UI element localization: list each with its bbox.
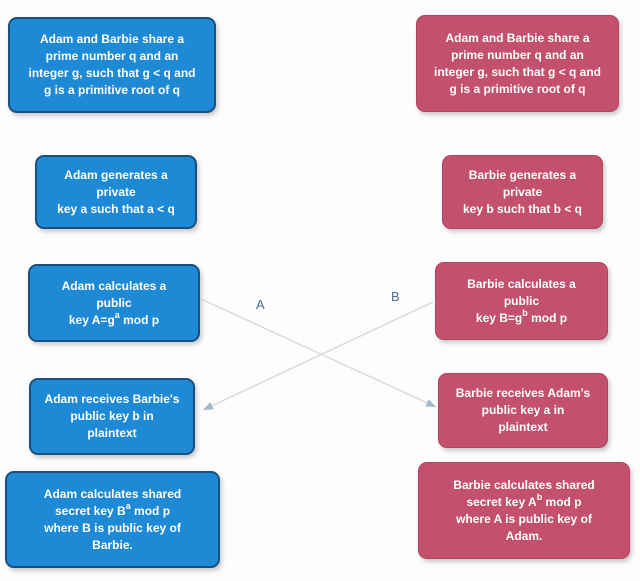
node-adam-shared-params: Adam and Barbie share a prime number q an… [8,17,216,113]
node-text-line: Adam generates a [64,167,168,182]
node-text-line: public key a in [481,403,565,417]
node-text-line: secret key Ab mod p [466,491,582,509]
node-barbie-private-key: Barbie generates a private key b such that… [442,155,603,229]
node-text-line: Adam. [505,528,543,543]
node-text-line: Adam calculates a [61,278,167,293]
node-barbie-receives-key: Barbie receives Adam's public key a in pla… [438,373,608,448]
node-text-line: plaintext [498,420,548,434]
node-text-line: Barbie. [92,537,133,552]
node-text-line: private [96,184,136,199]
node-text-line: key a such that a < q [57,201,175,216]
node-text-line: prime number q and an [45,49,179,63]
node-text-line: key b such that b < q [462,201,583,216]
node-text-line: private [502,184,543,199]
node-text-line: where B is public key of [44,520,181,535]
arrow-b-line [202,301,434,411]
node-text-line: Adam calculates shared [43,486,182,501]
node-text-line: prime number q and an [451,47,584,62]
node-text-line: where A is public key of [456,511,592,526]
node-text-line: Barbie calculates a [467,276,576,291]
arrow-a-line [200,298,437,408]
node-text-line: plaintext [87,426,137,440]
node-text-line: Adam and Barbie share a [445,30,590,45]
node-text-line: key A=ga mod p [68,309,160,327]
node-adam-receives-key: Adam receives Barbie's public key b in pla… [29,378,195,455]
node-text-line: secret key Ba mod p [54,500,171,518]
node-text-line: public key b in [70,409,154,423]
node-text-line: g is a primitive root of q [449,81,586,96]
node-text-line: g is a primitive root of q [43,83,180,97]
node-adam-private-key: Adam generates a private key a such that a… [35,155,197,229]
node-text-line: Adam and Barbie share a [39,32,185,46]
node-text-line: integer g, such that g < q and [433,64,601,79]
arrow-label-a: A [256,297,265,312]
arrow-label-b: B [391,289,400,304]
node-text-line: public [503,293,540,308]
node-text-line: Barbie calculates shared [453,477,595,492]
node-text-line: Adam receives Barbie's [44,392,180,406]
node-text-line: key B=gb mod p [475,307,568,325]
node-text-line: Barbie receives Adam's [455,386,591,400]
node-text-line: public [96,295,132,310]
node-text-line: integer g, such that g < q and [28,66,196,80]
node-text-line: Barbie generates a [468,167,577,182]
node-barbie-shared-params: Adam and Barbie share a prime number q an… [416,15,619,112]
